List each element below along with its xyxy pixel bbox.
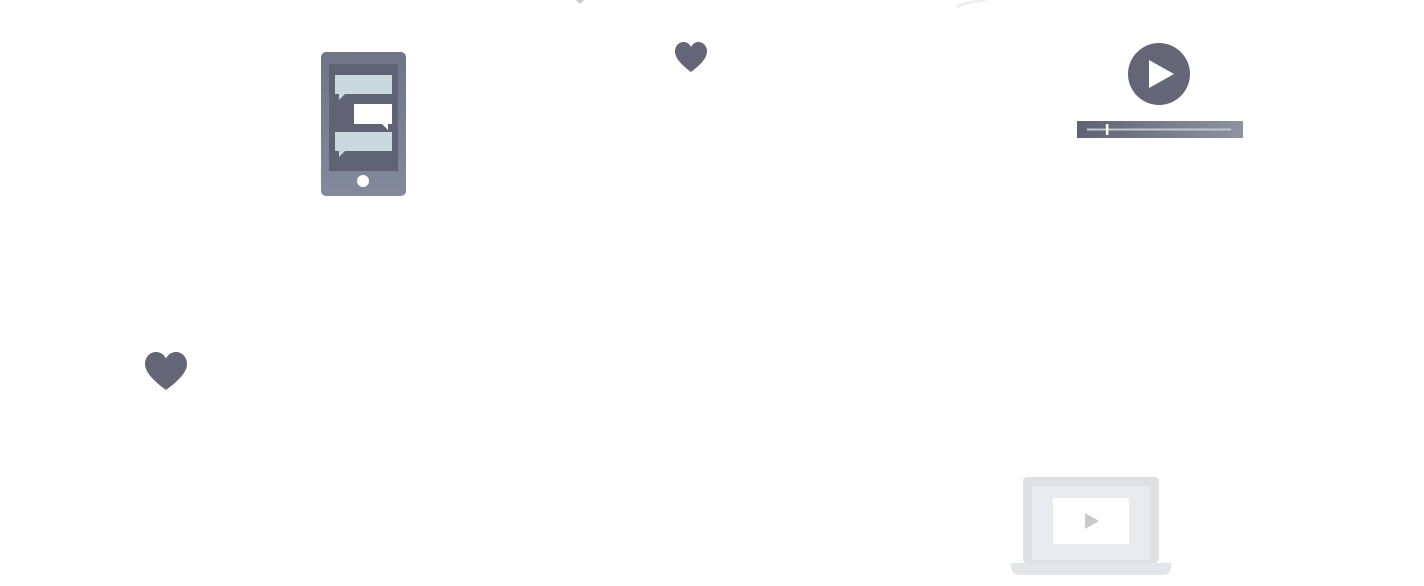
- top-edge-fragment-left: [576, 0, 584, 4]
- heart-icon-small: [675, 42, 707, 72]
- video-player-icon: [1077, 43, 1243, 138]
- heart-icon-large: [145, 352, 187, 390]
- laptop-video-icon: [1010, 477, 1172, 575]
- top-edge-fragment-right: [956, 0, 986, 8]
- smartphone-chat-icon: [321, 52, 406, 196]
- video-progress-scrubber: [1105, 124, 1109, 135]
